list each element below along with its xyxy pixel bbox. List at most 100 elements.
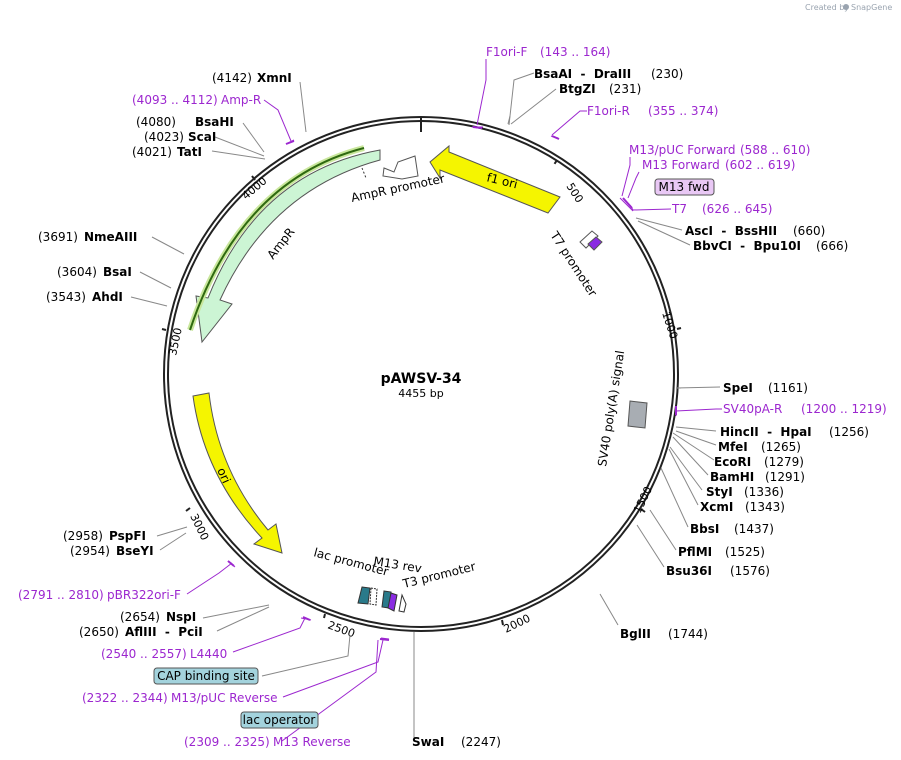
swai-name[interactable]: SwaI	[412, 735, 444, 749]
m13-fwd-box[interactable]: M13 fwd	[654, 178, 715, 196]
nmeaiii-name[interactable]: NmeAIII	[84, 230, 137, 244]
t7-pos: (626 .. 645)	[702, 202, 772, 216]
asci-pos: (660)	[793, 224, 825, 238]
plasmid-length: 4455 bp	[398, 387, 443, 400]
lac-operator-box[interactable]: lac operator	[240, 711, 319, 729]
bbsi-name[interactable]: BbsI	[690, 522, 719, 536]
m13-puc-reverse-name[interactable]: M13/pUC Reverse	[171, 691, 278, 705]
primer-leaders	[186, 59, 722, 742]
xmni-name[interactable]: XmnI	[257, 71, 292, 85]
ecori-name[interactable]: EcoRI	[714, 455, 751, 469]
mfei-pos: (1265)	[761, 440, 801, 454]
scai-name[interactable]: ScaI	[188, 130, 216, 144]
amp-r-name[interactable]: Amp-R	[221, 93, 261, 107]
pflmi-name[interactable]: PflMI	[678, 545, 712, 559]
m13-puc-reverse-pos: (2322 .. 2344)	[82, 691, 168, 705]
amp-r-pos: (4093 .. 4112)	[132, 93, 218, 107]
m13-forward-pos: (602 .. 619)	[725, 158, 795, 172]
f1ori-r-name[interactable]: F1ori-R	[587, 104, 630, 118]
xmni-pos: (4142)	[212, 71, 252, 85]
primer-ring-marks	[227, 126, 677, 641]
plasmid-name: pAWSV-34	[381, 371, 462, 387]
tick-4000	[251, 175, 256, 181]
hincii-hpai-name[interactable]: HincII - HpaI	[720, 425, 812, 439]
sv40pa-r-name[interactable]: SV40pA-R	[723, 402, 782, 416]
f1ori-r-pos: (355 .. 374)	[648, 104, 718, 118]
bseyi-pos: (2954)	[70, 544, 110, 558]
bbvci-pos: (666)	[816, 239, 848, 253]
tick-2000	[501, 619, 504, 626]
bbvci-bpu10i-name[interactable]: BbvCI - Bpu10I	[693, 239, 801, 253]
ahdi-pos: (3543)	[46, 290, 86, 304]
xcmi-pos: (1343)	[745, 500, 785, 514]
tick-3000	[185, 507, 191, 512]
nmeaiii-pos: (3691)	[38, 230, 78, 244]
bsu36i-name[interactable]: Bsu36I	[666, 564, 712, 578]
hincii-pos: (1256)	[829, 425, 869, 439]
t7-name[interactable]: T7	[671, 202, 687, 216]
feature-lac-region[interactable]: lac promoter M13 rev T3 promoter	[312, 545, 477, 613]
sv40pa-r-pos: (1200 .. 1219)	[801, 402, 887, 416]
site-markers	[507, 115, 681, 389]
scale-ticks: 500 1000 1500 2000 2500 3000 3500 4000	[161, 160, 682, 640]
m13-puc-forward-pos: (588 .. 610)	[740, 143, 810, 157]
bamhi-name[interactable]: BamHI	[710, 470, 754, 484]
l4440-pos: (2540 .. 2557)	[101, 647, 187, 661]
tati-pos: (4021)	[132, 145, 172, 159]
bbsi-pos: (1437)	[734, 522, 774, 536]
feature-t7-promoter[interactable]: T7 promoter	[547, 228, 603, 299]
m13-puc-forward-name[interactable]: M13/pUC Forward	[629, 143, 736, 157]
bsahi-name[interactable]: BsaHI	[195, 115, 234, 129]
ampr-label: AmpR	[264, 225, 297, 262]
bsu36i-pos: (1576)	[730, 564, 770, 578]
ori-label: ori	[214, 466, 233, 486]
l4440-name[interactable]: L4440	[190, 647, 227, 661]
bamhi-pos: (1291)	[765, 470, 805, 484]
cap-binding-site-label: CAP binding site	[157, 669, 255, 683]
afliii-pcii-name[interactable]: AflIII - PciI	[125, 625, 203, 639]
styi-pos: (1336)	[744, 485, 784, 499]
bglii-pos: (1744)	[668, 627, 708, 641]
nspi-pos: (2654)	[120, 610, 160, 624]
spei-name[interactable]: SpeI	[723, 381, 753, 395]
swai-pos: (2247)	[461, 735, 501, 749]
bseyi-name[interactable]: BseYI	[116, 544, 154, 558]
tick-2500	[323, 613, 326, 619]
mfei-name[interactable]: MfeI	[718, 440, 748, 454]
tick-label-2000: 2000	[502, 612, 533, 636]
styi-name[interactable]: StyI	[706, 485, 733, 499]
ahdi-name[interactable]: AhdI	[92, 290, 123, 304]
bsaai-draiii-name[interactable]: BsaAI - DraIII	[534, 67, 631, 81]
tick-3500	[161, 328, 167, 331]
snapgene-logo-icon	[843, 4, 849, 10]
nspi-name[interactable]: NspI	[166, 610, 196, 624]
m13-reverse-name[interactable]: M13 Reverse	[273, 735, 351, 749]
xcmi-name[interactable]: XcmI	[700, 500, 733, 514]
sv40-polya-label: SV40 poly(A) signal	[595, 350, 627, 468]
tick-label-1500: 1500	[631, 484, 655, 515]
pflmi-pos: (1525)	[725, 545, 765, 559]
right-labels: F1ori-F (143 .. 164) BsaAI - DraIII (230…	[412, 45, 887, 749]
asci-bsshii-name[interactable]: AscI - BssHII	[685, 224, 777, 238]
btgzi-pos: (231)	[609, 82, 641, 96]
feature-ampr[interactable]: AmpR	[187, 145, 381, 344]
f1ori-f-pos: (143 .. 164)	[540, 45, 610, 59]
bglii-name[interactable]: BglII	[620, 627, 651, 641]
m13-fwd-label: M13 fwd	[659, 180, 710, 194]
btgzi-name[interactable]: BtgZI	[559, 82, 596, 96]
tati-name[interactable]: TatI	[177, 145, 202, 159]
pbr322ori-f-pos: (2791 .. 2810)	[18, 588, 104, 602]
feature-f1-ori[interactable]: f1 ori	[429, 144, 561, 214]
pspfi-pos: (2958)	[63, 529, 103, 543]
f1ori-f-name[interactable]: F1ori-F	[486, 45, 527, 59]
pspfi-name[interactable]: PspFI	[109, 529, 146, 543]
tick-label-1000: 1000	[659, 310, 680, 341]
feature-ori[interactable]: ori	[192, 392, 283, 554]
spei-pos: (1161)	[768, 381, 808, 395]
feature-sv40-polya[interactable]: SV40 poly(A) signal	[595, 350, 648, 468]
m13-forward-name[interactable]: M13 Forward	[642, 158, 720, 172]
cap-binding-site-box[interactable]: CAP binding site	[153, 667, 259, 685]
pbr322ori-f-name[interactable]: pBR322ori-F	[107, 588, 181, 602]
bsai-name[interactable]: BsaI	[103, 265, 132, 279]
